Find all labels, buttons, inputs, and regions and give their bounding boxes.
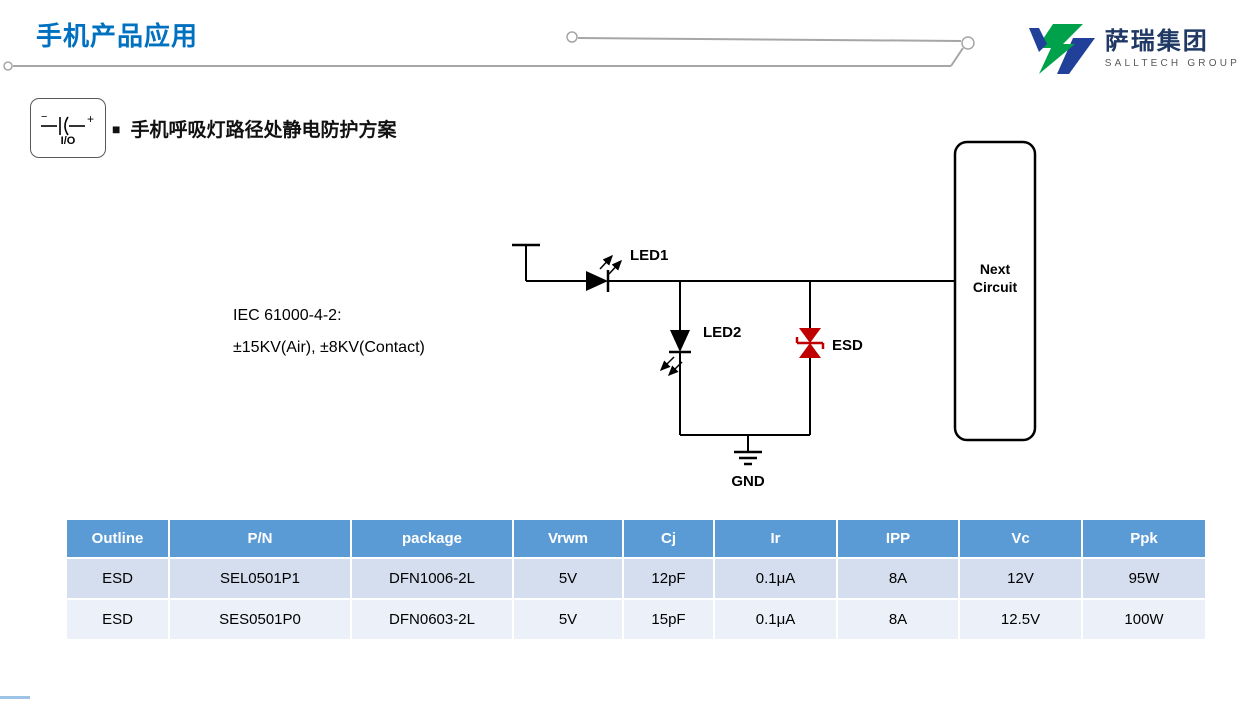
page-title: 手机产品应用	[36, 21, 199, 51]
table-cell: 12V	[958, 557, 1083, 600]
col-header-ipp: IPP	[836, 518, 960, 559]
io-symbol-icon: − +	[41, 111, 94, 136]
logo-company-subtitle: SALLTECH GROUP	[1104, 58, 1240, 70]
col-header-package: package	[350, 518, 514, 559]
logo-text: 萨瑞集团 SALLTECH GROUP	[1104, 27, 1240, 70]
col-header-pn: P/N	[168, 518, 352, 559]
io-label: I/O	[60, 135, 76, 147]
company-logo: 萨瑞集团 SALLTECH GROUP	[1027, 22, 1240, 76]
col-header-outline: Outline	[65, 518, 170, 559]
logo-mark-icon	[1028, 24, 1095, 74]
table-cell: DFN1006-2L	[350, 557, 514, 600]
bullet-icon: ■	[112, 120, 121, 137]
esd-label: ESD	[832, 337, 863, 354]
parts-table: Outline P/N package Vrwm Cj Ir IPP Vc Pp…	[65, 518, 1207, 641]
ground-symbol	[734, 435, 762, 466]
circuit-diagram: LED1 LED2 ESD GND	[512, 140, 1037, 490]
section-title: ■ 手机呼吸灯路径处静电防护方案	[112, 115, 396, 142]
bottom-accent-line	[0, 696, 30, 699]
table-header-row: Outline P/N package Vrwm Cj Ir IPP Vc Pp…	[65, 518, 1207, 559]
table-cell: SEL0501P1	[168, 557, 352, 600]
svg-text:+: +	[87, 112, 94, 126]
table-cell: 12.5V	[958, 598, 1083, 641]
io-port-icon: − + I/O	[30, 98, 106, 158]
iec-standard-note: IEC 61000-4-2: ±15KV(Air), ±8KV(Contact)	[233, 300, 425, 364]
logo-company-name: 萨瑞集团	[1104, 27, 1209, 55]
table-cell: 15pF	[622, 598, 715, 641]
table-cell: 5V	[512, 557, 624, 600]
table-cell: 95W	[1081, 557, 1207, 600]
led1-symbol	[586, 254, 623, 292]
esd-tvs-symbol	[795, 328, 825, 358]
table-cell: 0.1μA	[713, 598, 838, 641]
table-cell: DFN0603-2L	[350, 598, 514, 641]
table-cell: 0.1μA	[713, 557, 838, 600]
next-circuit-label-line1: Next	[980, 261, 1011, 277]
iec-line-2: ±15KV(Air), ±8KV(Contact)	[233, 339, 425, 356]
table-cell: 5V	[512, 598, 624, 641]
col-header-ir: Ir	[713, 518, 838, 559]
col-header-vc: Vc	[958, 518, 1083, 559]
table-row: ESD SEL0501P1 DFN1006-2L 5V 12pF 0.1μA 8…	[65, 557, 1207, 600]
table-cell: ESD	[65, 598, 170, 641]
next-circuit-label-line2: Circuit	[973, 279, 1018, 295]
section-title-text: 手机呼吸灯路径处静电防护方案	[130, 120, 397, 141]
next-circuit-block	[953, 140, 1037, 442]
header-divider-lines	[3, 31, 975, 71]
table-cell: 8A	[836, 598, 960, 641]
col-header-cj: Cj	[622, 518, 715, 559]
col-header-vrwm: Vrwm	[512, 518, 624, 559]
iec-line-1: IEC 61000-4-2:	[233, 307, 342, 324]
led2-symbol	[659, 330, 691, 377]
table-row: ESD SES0501P0 DFN0603-2L 5V 15pF 0.1μA 8…	[65, 598, 1207, 641]
table-cell: SES0501P0	[168, 598, 352, 641]
table-cell: ESD	[65, 557, 170, 600]
led2-label: LED2	[703, 324, 741, 341]
table-cell: 12pF	[622, 557, 715, 600]
led1-label: LED1	[630, 247, 668, 264]
table-cell: 8A	[836, 557, 960, 600]
col-header-ppk: Ppk	[1081, 518, 1207, 559]
svg-text:−: −	[41, 111, 47, 123]
table-cell: 100W	[1081, 598, 1207, 641]
gnd-label: GND	[731, 473, 765, 490]
